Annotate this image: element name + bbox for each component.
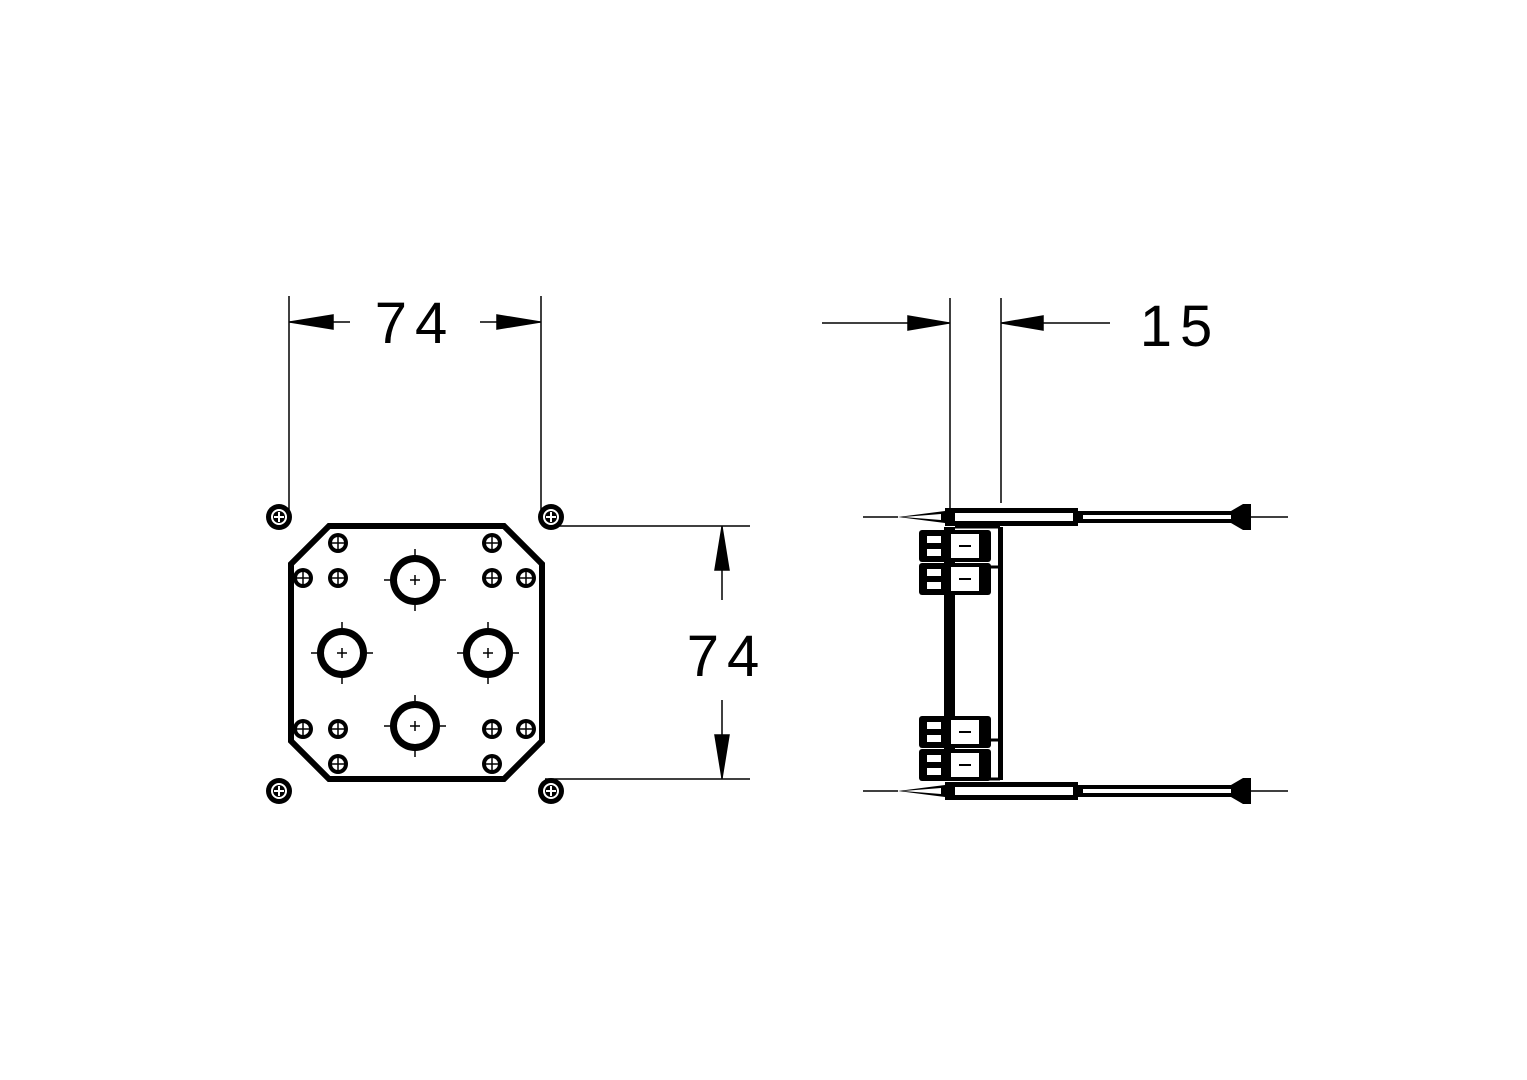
- mounting-plate-outline: [288, 523, 545, 782]
- corner-screw: [537, 777, 565, 805]
- clip: [918, 529, 992, 563]
- plate-rear-edge: [998, 527, 1003, 780]
- width-dimension: [288, 296, 542, 510]
- corner-screw: [265, 777, 293, 805]
- width-dimension-label: 74: [375, 291, 456, 356]
- height-dimension: [545, 525, 750, 780]
- side-view: 15: [822, 294, 1289, 805]
- corner-screw: [265, 503, 293, 531]
- clip: [918, 748, 992, 782]
- plate-body: [944, 527, 955, 780]
- anchor-nail: [862, 777, 1289, 805]
- height-dimension-label: 74: [687, 624, 768, 689]
- clip: [918, 562, 992, 596]
- clip: [918, 715, 992, 749]
- anchor-nail: [862, 503, 1289, 531]
- depth-dimension: [822, 298, 1110, 520]
- front-view: 74 74: [265, 291, 768, 805]
- depth-dimension-label: 15: [1140, 294, 1221, 359]
